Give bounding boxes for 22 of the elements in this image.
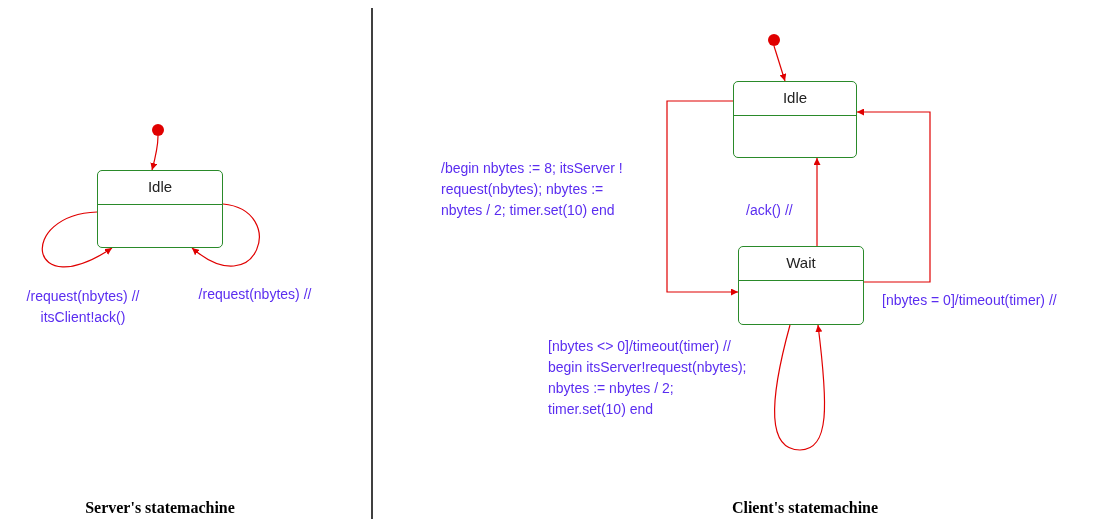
transition-arrow	[191, 203, 260, 267]
state-name: Idle	[147, 177, 173, 198]
transition-arrow	[813, 157, 821, 247]
state-name: Wait	[786, 253, 816, 274]
transition-label: /begin nbytes := 8; itsServer ! request(nbytes); nbytes := nbytes / 2; timer.set(10) end	[441, 159, 624, 220]
transition-arrow	[666, 100, 739, 296]
transition-label: [nbytes <> 0]/timeout(timer) // begin itsServer!request(nbytes); nbytes := nbytes / 2; timer.set(10) end	[548, 337, 748, 419]
diagram-caption: Server's statemachine	[84, 498, 236, 518]
state-box	[738, 246, 864, 325]
transition-arrow	[774, 324, 826, 451]
transition-label: /ack() //	[746, 201, 794, 220]
transition-label: /request(nbytes) //	[197, 285, 313, 304]
state-box	[97, 170, 223, 248]
transition-arrow	[150, 135, 159, 171]
transition-arrow	[856, 108, 931, 283]
state-name: Idle	[782, 88, 808, 109]
transition-arrow	[42, 211, 113, 268]
state-box	[733, 81, 857, 158]
diagram-caption: Client's statemachine	[730, 498, 880, 518]
transition-label: [nbytes = 0]/timeout(timer) //	[882, 291, 1058, 310]
transition-arrow	[773, 45, 787, 82]
transition-label: /request(nbytes) // itsClient!ack()	[25, 287, 141, 327]
